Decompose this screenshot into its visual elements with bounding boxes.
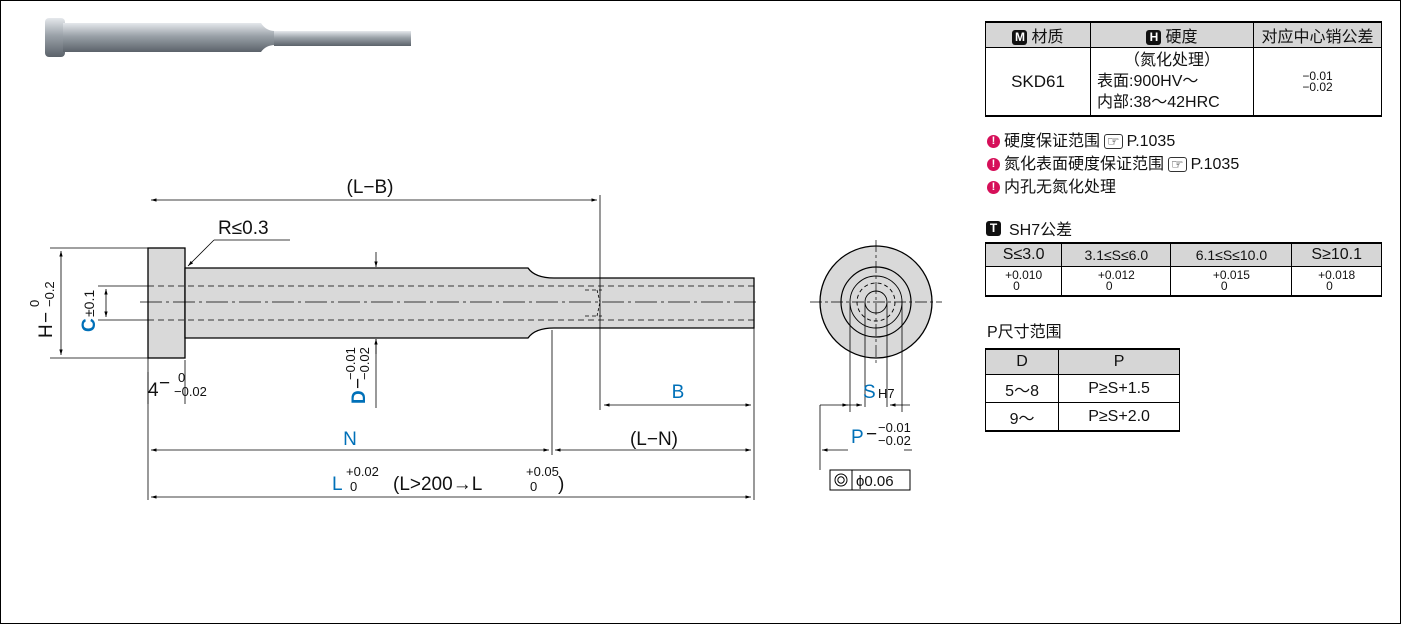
s-sub: H7: [878, 386, 895, 401]
l-note-pre: (L>200→L: [393, 474, 482, 495]
d-tol-lower: −0.02: [357, 347, 372, 380]
s-range-header: 3.1≤S≤6.0: [1061, 242, 1172, 267]
d-header: D: [984, 348, 1060, 375]
hardness-line: 内部:38〜42HRC: [1097, 94, 1220, 111]
s-tol-lower: 0: [1326, 279, 1333, 293]
s-tol-upper: +0.015: [1212, 268, 1250, 282]
h-badge-icon: H: [1146, 30, 1162, 45]
m-badge-icon: M: [1012, 30, 1028, 45]
s-range-header: 6.1≤S≤10.0: [1170, 242, 1293, 267]
d-label: D: [349, 390, 370, 404]
p-header: P: [1058, 348, 1180, 375]
note-item: ! 硬度保证范围 ☞ P.1035: [987, 130, 1239, 153]
info-pin-icon: !: [987, 181, 1000, 194]
hardness-cell: （氮化处理） 表面:900HV〜 内部:38〜42HRC: [1090, 47, 1254, 117]
info-pin-icon: !: [987, 135, 1000, 148]
s-tol-lower: 0: [1013, 279, 1020, 293]
b-label: B: [672, 382, 685, 403]
d-cell: 9〜: [984, 402, 1060, 432]
s-range-header: S≤3.0: [984, 242, 1063, 267]
l-note-lower: 0: [530, 479, 537, 494]
p-tol-dash: −: [866, 424, 877, 445]
s-tol-upper: +0.012: [1097, 268, 1135, 282]
side-view: [140, 247, 760, 359]
p-range-title: P尺寸范围: [987, 324, 1062, 341]
sh7-title: T SH7公差: [986, 216, 1072, 240]
hardness-line: 表面:900HV〜: [1097, 73, 1199, 90]
l-tol-upper: +0.02: [346, 464, 379, 479]
p-range-table: D P 5〜8 P≥S+1.5 9〜 P≥S+2.0: [984, 348, 1180, 432]
s-tol-lower: 0: [1105, 279, 1113, 293]
head-tol-lower: −0.02: [174, 384, 207, 399]
note-text: 内孔无氮化处理: [1004, 179, 1117, 196]
center-pin-tolerance-cell: −0.01 −0.02: [1253, 47, 1382, 117]
p-label: P: [851, 427, 864, 448]
material-cell: SKD61: [985, 47, 1091, 117]
technical-drawing: (L−B) R≤0.3 B N (L−N) L +0.02 0 (L>200→L…: [27, 18, 942, 500]
note-ref-link[interactable]: P.1035: [1190, 156, 1240, 173]
dimension-lines: [50, 195, 755, 500]
sh7-tolerance-table: S≤3.0 3.1≤S≤6.0 6.1≤S≤10.0 S≥10.1 +0.010…: [984, 242, 1382, 297]
head-tol-dash: −: [159, 373, 170, 394]
concentricity-tol: ϕ0.06: [856, 473, 894, 490]
t-badge-icon: T: [986, 220, 1001, 236]
h-tol-upper: 0: [27, 300, 42, 307]
l-note-post: ): [558, 474, 564, 495]
note-text: 氮化表面硬度保证范围: [1004, 156, 1165, 173]
notes-list: ! 硬度保证范围 ☞ P.1035 ! 氮化表面硬度保证范围 ☞ P.1035 …: [987, 130, 1239, 199]
tolerance-lower: −0.02: [1302, 79, 1333, 94]
product-photo: [45, 18, 411, 57]
material-header-label: 材质: [1031, 29, 1064, 46]
s-range-header: S≥10.1: [1291, 242, 1382, 267]
note-item: ! 氮化表面硬度保证范围 ☞ P.1035: [987, 153, 1239, 176]
end-view: [810, 240, 942, 491]
d-cell: 5〜8: [984, 374, 1060, 403]
s-tol-upper: +0.018: [1318, 268, 1356, 282]
l-note-upper: +0.05: [526, 464, 559, 479]
hardness-line: （氮化处理）: [1123, 52, 1220, 69]
tolerance-header: 对应中心销公差: [1253, 21, 1382, 48]
drawing-labels: (L−B) R≤0.3 B N (L−N) L +0.02 0 (L>200→L…: [27, 177, 684, 495]
tolerance-upper: −0.01: [1302, 68, 1333, 83]
l-tol-lower: 0: [350, 479, 357, 494]
note-text: 硬度保证范围: [1004, 133, 1101, 150]
sh7-title-text: SH7公差: [1009, 222, 1073, 239]
s-label: S: [863, 382, 876, 403]
p-cell: P≥S+1.5: [1058, 374, 1180, 403]
l-label: L: [332, 474, 343, 495]
p-cell: P≥S+2.0: [1058, 402, 1180, 432]
l-minus-b-label: (L−B): [347, 177, 394, 198]
h-label: H: [36, 324, 57, 338]
note-ref-link[interactable]: P.1035: [1126, 133, 1176, 150]
s-tol-upper: +0.010: [1005, 268, 1043, 282]
head-thickness-label: 4: [148, 380, 159, 401]
n-label: N: [343, 429, 357, 450]
info-pin-icon: !: [987, 158, 1000, 171]
head-tol-upper: 0: [178, 370, 185, 385]
c-label: C: [79, 318, 100, 332]
d-tol-dash: −: [348, 378, 369, 389]
note-item: ! 内孔无氮化处理: [987, 176, 1239, 199]
hardness-header-label: 硬度: [1165, 29, 1198, 46]
end-view-labels: S H7 P − −0.01 −0.02 ϕ0.06: [851, 382, 911, 490]
c-tol: ±0.1: [81, 290, 97, 317]
p-tol-lower: −0.02: [878, 433, 911, 448]
pointing-hand-icon: ☞: [1168, 157, 1187, 172]
h-tol-dash: −: [36, 312, 57, 323]
h-tol-lower: −0.2: [42, 281, 57, 307]
d-tol-upper: −0.01: [343, 347, 358, 380]
l-minus-n-label: (L−N): [630, 429, 678, 450]
p-tol-upper: −0.01: [878, 420, 911, 435]
fillet-radius-label: R≤0.3: [218, 218, 269, 239]
s-tol-lower: 0: [1220, 279, 1228, 293]
pointing-hand-icon: ☞: [1104, 134, 1123, 149]
